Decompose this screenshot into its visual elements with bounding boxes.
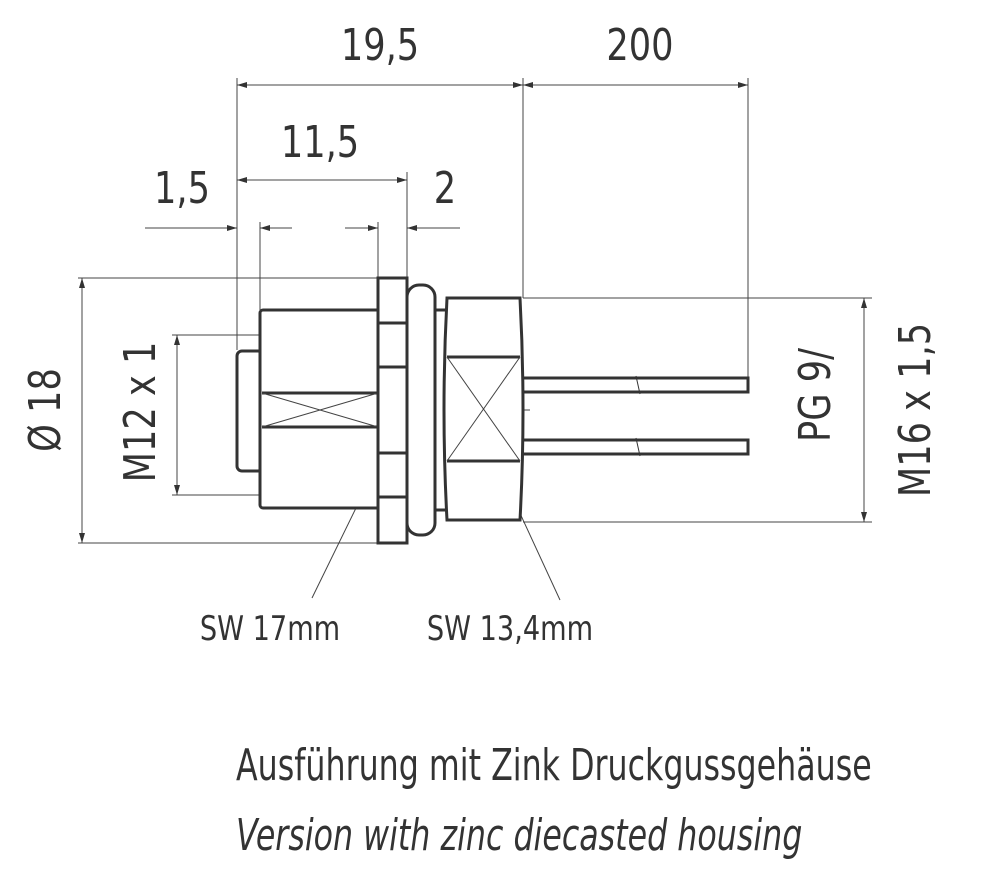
caption-english: Version with zinc diecasted housing [236, 810, 803, 861]
dim-body-length: 11,5 [281, 117, 359, 168]
dim-rear-thread-alt: M16 x 1,5 [890, 323, 941, 497]
dim-nut-width: 2 [434, 163, 456, 214]
callout-sw134: SW 13,4mm [427, 609, 593, 649]
dim-rear-thread: PG 9/ [790, 348, 841, 442]
dim-front-thread: M12 x 1 [115, 342, 166, 483]
dim-front-offset: 1,5 [154, 163, 210, 214]
dim-diameter: Ø 18 [20, 368, 71, 452]
caption-german: Ausführung mit Zink Druckgussgehäuse [236, 740, 872, 791]
callout-sw17: SW 17mm [200, 609, 340, 649]
connector [235, 276, 750, 545]
dim-overall-length: 19,5 [341, 20, 419, 71]
dim-cable-length: 200 [606, 20, 673, 71]
